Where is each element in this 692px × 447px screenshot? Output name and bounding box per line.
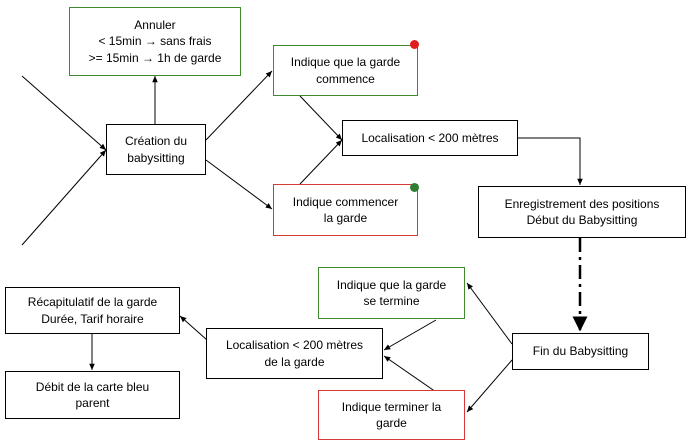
status-dot-red [410,40,419,49]
node-indique-terminer: Indique terminer la garde [318,390,465,440]
node-debit-label: Débit de la carte bleu parent [35,379,150,410]
arrow-commencer-to-localisation [299,139,343,185]
arrow-creation-to-commencer [205,159,273,210]
node-recapitulatif-label: Récapitulatif de la garde Durée, Tarif h… [27,295,158,326]
node-localisation-start: Localisation < 200 mètres [342,120,518,156]
arrow-terminer-to-localisation-end [383,355,437,393]
node-creation: Création du babysitting [106,124,206,175]
node-fin: Fin du Babysitting [512,333,649,370]
node-enregistrement: Enregistrement des positions Début du Ba… [478,186,686,238]
arrow-fin-to-terminer [466,359,513,413]
node-creation-label: Création du babysitting [124,134,188,165]
node-annuler: Annuler < 15min → sans frais >= 15min → … [69,7,241,76]
arrow-localisation-end-to-recap [179,315,208,341]
incoming-arrow-bottom [21,149,107,246]
node-indique-commence-label: Indique que la garde commence [290,55,401,86]
arrow-fin-to-termine [466,282,513,345]
node-indique-commence: Indique que la garde commence [273,45,418,96]
node-localisation-end: Localisation < 200 mètres de la garde [206,328,383,379]
incoming-arrow-top [21,75,107,151]
node-indique-terminer-label: Indique terminer la garde [341,399,442,430]
node-indique-termine: Indique que la garde se termine [318,267,465,319]
arrow-commence-to-localisation [299,95,343,141]
node-fin-label: Fin du Babysitting [532,344,629,359]
node-recapitulatif: Récapitulatif de la garde Durée, Tarif h… [5,287,180,334]
node-indique-commencer-label: Indique commencer la garde [292,194,399,225]
node-annuler-label: Annuler < 15min → sans frais >= 15min → … [88,18,222,65]
node-debit: Débit de la carte bleu parent [5,371,180,419]
arrow-creation-to-commence [205,70,273,141]
node-enregistrement-label: Enregistrement des positions Début du Ba… [504,196,660,227]
arrow-termine-to-localisation-end [383,319,437,351]
node-localisation-start-label: Localisation < 200 mètres [361,130,499,145]
status-dot-green [410,183,419,192]
node-localisation-end-label: Localisation < 200 mètres de la garde [225,338,364,369]
arrow-localisation-to-enregistrement [518,137,583,185]
node-indique-termine-label: Indique que la garde se termine [336,277,447,308]
node-indique-commencer: Indique commencer la garde [273,184,418,236]
